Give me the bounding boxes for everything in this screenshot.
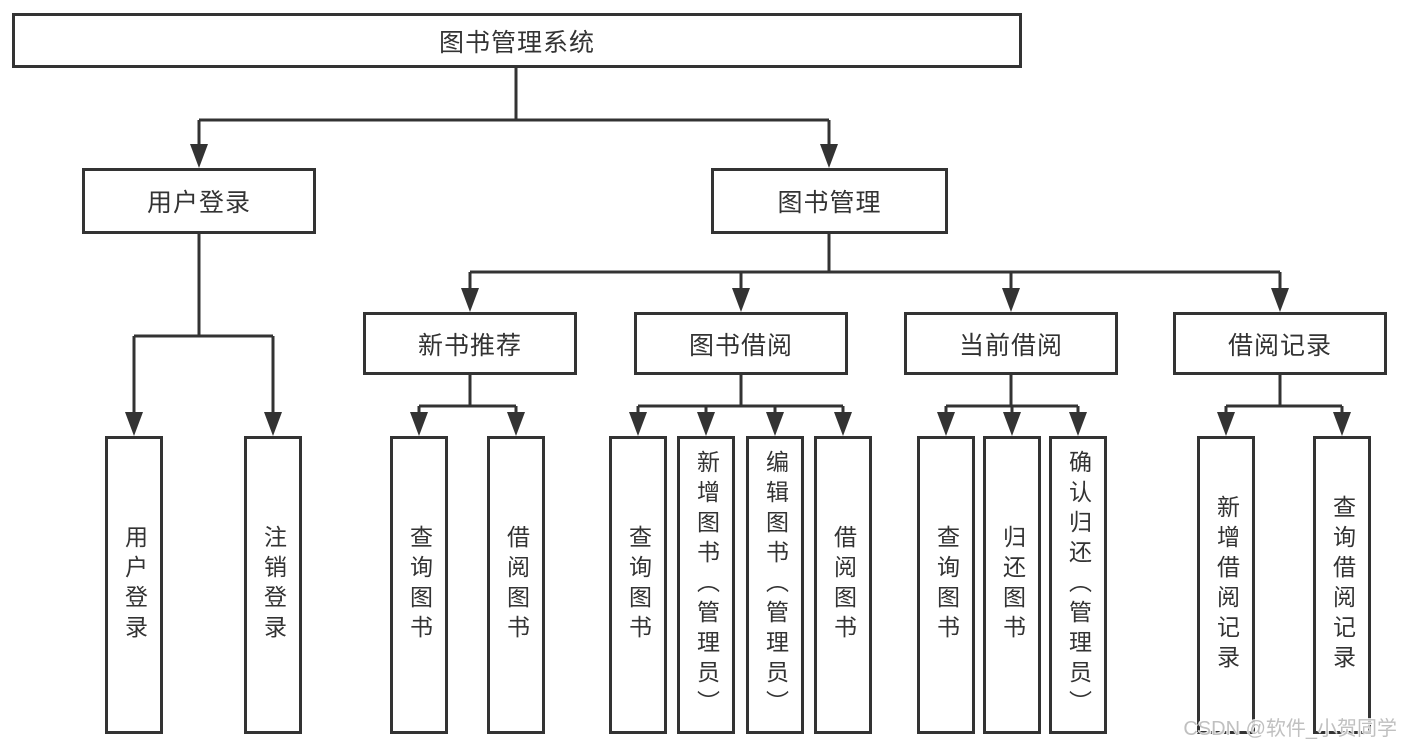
- node-recommend-query-books: 查询图书: [390, 436, 448, 734]
- connector-root-split: [197, 68, 831, 150]
- node-label: 新增图书（管理员）: [693, 450, 720, 720]
- node-borrowing-edit-books-admin: 编辑图书（管理员）: [746, 436, 804, 734]
- node-library-system: 图书管理系统: [12, 13, 1022, 68]
- node-borrowing-borrow-books: 借阅图书: [814, 436, 872, 734]
- node-new-book-recommendation: 新书推荐: [363, 312, 577, 375]
- connector-lines: [132, 68, 1344, 417]
- node-user-login-leaf: 用户登录: [105, 436, 163, 734]
- node-label: 新增借阅记录: [1213, 495, 1240, 675]
- node-book-management-branch: 图书管理: [711, 168, 948, 234]
- node-label: 借阅图书: [830, 525, 857, 645]
- node-current-return-books: 归还图书: [983, 436, 1041, 734]
- node-book-borrowing: 图书借阅: [634, 312, 848, 375]
- csdn-watermark: CSDN @软件_小贺同学: [1183, 718, 1397, 740]
- node-recommend-borrow-books: 借阅图书: [487, 436, 545, 734]
- node-records-add-record: 新增借阅记录: [1197, 436, 1255, 734]
- node-label: 借阅图书: [503, 525, 530, 645]
- connector-current-split: [944, 375, 1080, 417]
- node-label: 查询图书: [933, 525, 960, 645]
- node-user-login-branch: 用户登录: [82, 168, 316, 234]
- connector-recommend-split: [417, 375, 518, 417]
- node-current-borrowing: 当前借阅: [904, 312, 1118, 375]
- node-label: 确认归还（管理员）: [1065, 450, 1092, 720]
- node-label: 用户登录: [121, 525, 148, 645]
- node-logout-leaf: 注销登录: [244, 436, 302, 734]
- node-current-query-books: 查询图书: [917, 436, 975, 734]
- node-borrowing-records: 借阅记录: [1173, 312, 1387, 375]
- node-label: 归还图书: [999, 525, 1026, 645]
- connector-records-split: [1224, 375, 1344, 417]
- node-borrowing-query-books: 查询图书: [609, 436, 667, 734]
- node-label: 查询图书: [625, 525, 652, 645]
- node-label: 查询图书: [406, 525, 433, 645]
- node-label: 编辑图书（管理员）: [762, 450, 789, 720]
- connector-borrowing-split: [636, 375, 845, 417]
- connector-user-login-split: [132, 234, 275, 417]
- connector-book-mgmt-split: [468, 234, 1282, 294]
- node-borrowing-add-books-admin: 新增图书（管理员）: [677, 436, 735, 734]
- node-current-confirm-return-admin: 确认归还（管理员）: [1049, 436, 1107, 734]
- node-label: 查询借阅记录: [1329, 495, 1356, 675]
- node-label: 注销登录: [260, 525, 287, 645]
- arrow-down-icons: [125, 144, 1351, 436]
- node-records-query-record: 查询借阅记录: [1313, 436, 1371, 734]
